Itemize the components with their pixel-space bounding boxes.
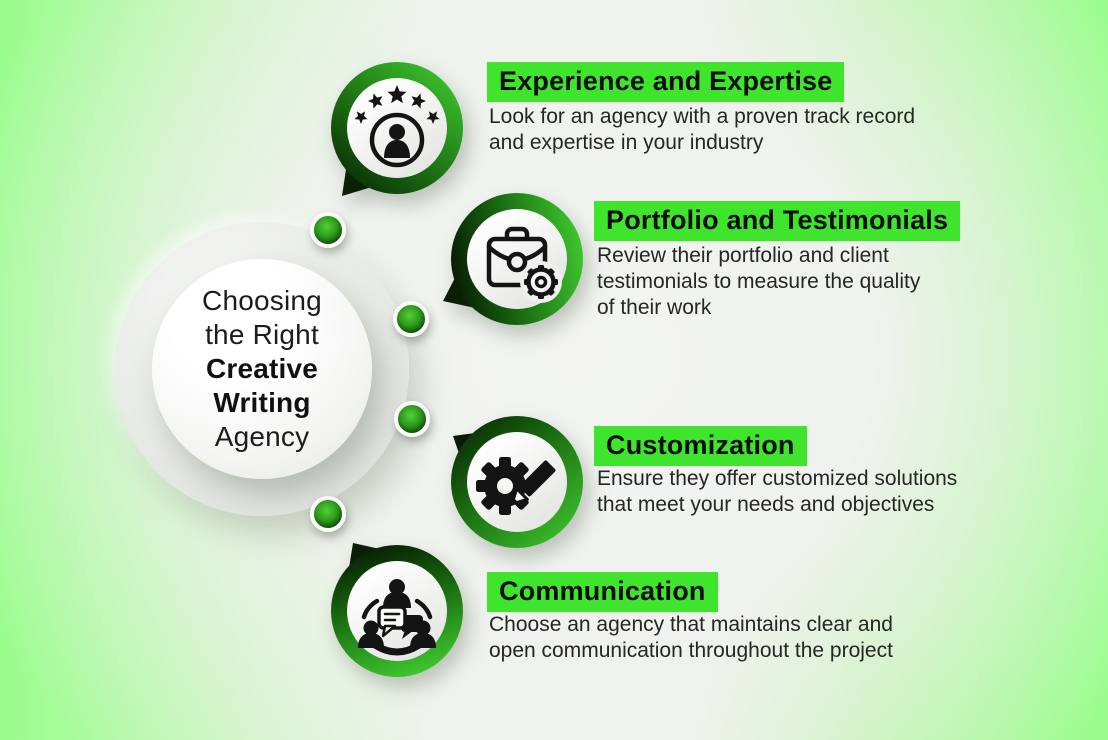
title-line: the Right	[205, 319, 319, 350]
item-description: Choose an agency that maintains clear an…	[489, 613, 893, 662]
item-heading: Customization	[594, 426, 807, 466]
item-heading: Portfolio and Testimonials	[594, 201, 961, 241]
people-chat-icon	[331, 543, 463, 677]
center-title: Choosing the Right Creative Writing Agen…	[202, 284, 322, 454]
item-description: Ensure they offer customized solutions t…	[597, 467, 958, 516]
user-rating-stars-icon	[331, 62, 463, 196]
center-circle: Choosing the Right Creative Writing Agen…	[152, 259, 372, 479]
title-line: Creative	[205, 353, 319, 384]
briefcase-gear-icon	[443, 193, 583, 325]
item-heading: Experience and Expertise	[487, 62, 845, 102]
item-heading: Communication	[487, 572, 718, 612]
gear-pencil-icon	[451, 416, 583, 548]
item-heading-box: Customization	[594, 426, 807, 466]
item-heading-box: Communication	[487, 572, 718, 612]
connector-dot	[393, 301, 429, 337]
connector-dot	[394, 401, 430, 437]
connector-dot	[310, 496, 346, 532]
title-line: Agency	[214, 421, 310, 452]
item-heading-box: Portfolio and Testimonials	[594, 201, 961, 241]
connector-dot	[310, 212, 346, 248]
item-description: Review their portfolio and client testim…	[597, 244, 921, 319]
title-line: Choosing	[202, 285, 322, 316]
title-line: Writing	[213, 387, 311, 418]
item-description: Look for an agency with a proven track r…	[489, 105, 916, 154]
item-heading-box: Experience and Expertise	[487, 62, 845, 102]
